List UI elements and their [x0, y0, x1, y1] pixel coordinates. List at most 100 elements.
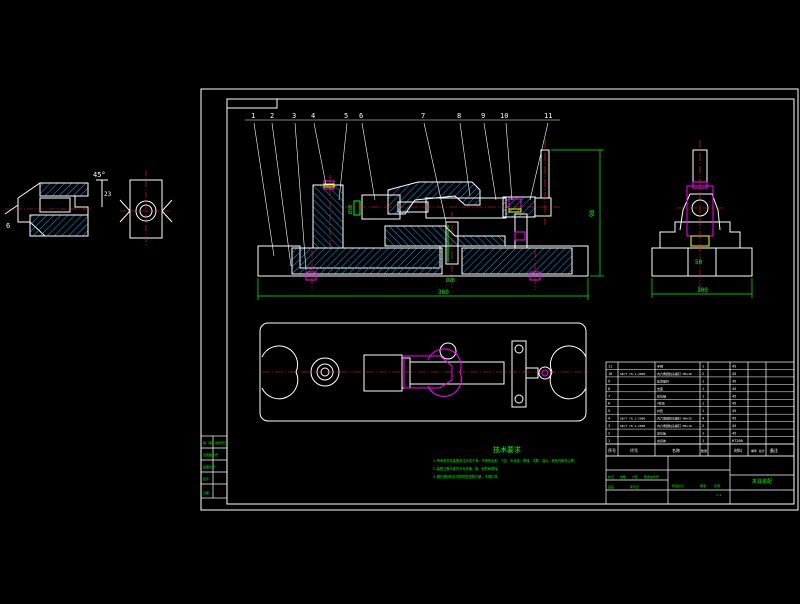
tb-weight: 重量: [700, 483, 706, 488]
bom-cell-no: 4: [608, 417, 610, 421]
bom-cell-name: V形块: [657, 401, 665, 406]
balloon-labels: 1 2 3 4 5 6 7 8 9 10 11: [251, 112, 552, 120]
side-view: [651, 149, 753, 277]
bom-cell-qty: 1: [702, 387, 704, 391]
leader-lines: [245, 119, 560, 271]
left-upright: [312, 184, 344, 249]
tb-scale: 比例: [714, 483, 720, 488]
balloon-6: 6: [359, 112, 363, 120]
bom-cell-mat: HT200: [732, 439, 743, 443]
bom-cell-mat: 45: [732, 387, 736, 391]
front-section-view: [257, 149, 589, 277]
bom-cell-name: 压紧螺杆: [657, 378, 669, 383]
bom-cell-name: 衬套: [657, 408, 663, 413]
balloon-1: 1: [251, 112, 255, 120]
bom-cell-no: 2: [608, 432, 610, 436]
bom-cell-qty: 1: [702, 409, 704, 413]
detail-length-label: 23: [104, 191, 112, 198]
bom-cell-no: 7: [608, 394, 610, 398]
balloon-2: 2: [270, 112, 274, 120]
dimension-lines: [257, 149, 753, 300]
left-strip-2: 底图总号: [203, 464, 215, 469]
bom-header-note: 备注: [770, 447, 778, 453]
tech-req-line-3: 3.螺钉紧固时必须按规定扭矩拧紧，不得打滑。: [433, 474, 501, 479]
side-offset-dim: 50: [695, 259, 703, 266]
bom-cell-name: 内六角圆柱头螺钉 M6×20: [657, 371, 692, 376]
bom-cell-qty: 1: [702, 402, 704, 406]
tb-label-2: 分区: [632, 474, 638, 479]
bom-cell-name: 夹具体: [657, 438, 666, 443]
balloon-9: 9: [481, 112, 485, 120]
bom-cell-mat: 45: [732, 372, 736, 376]
bom-cell-code: GB/T 70.1-2000: [620, 417, 645, 421]
balloon-8: 8: [457, 112, 461, 120]
drawing-frame: [200, 88, 799, 511]
balloon-7: 7: [421, 112, 425, 120]
balloon-3: 3: [292, 112, 296, 120]
bom-cell-mat: 45: [732, 417, 736, 421]
bom-header-no: 序号: [608, 447, 616, 453]
left-strip-3: 签字: [203, 476, 209, 481]
bom-cell-code: GB/T 70.1-2000: [620, 372, 645, 376]
bom-cell-qty: 1: [702, 379, 704, 383]
bom-header-mat: 材料: [734, 447, 742, 453]
tb-stage: 阶段标记: [672, 483, 684, 488]
detail-left-label: 6: [6, 222, 10, 230]
detail-angle-label: 45°: [93, 171, 106, 179]
bom-cell-mat: 45: [732, 364, 736, 368]
bom-cell-mat: 45: [732, 394, 736, 398]
bom-cell-qty: 1: [702, 394, 704, 398]
yellow-accents: [323, 183, 522, 213]
overall-length-dim: 360: [438, 289, 449, 296]
bom-cell-mat: 45: [732, 432, 736, 436]
balloon-10: 10: [500, 112, 508, 120]
bom-header-code: 代号: [630, 447, 638, 453]
bom-cell-mat: 45: [732, 409, 736, 413]
bom-cell-qty: 1: [702, 432, 704, 436]
bom-cell-no: 5: [608, 409, 610, 413]
detail-view: [4, 170, 173, 245]
bom-cell-qty: 2: [702, 372, 704, 376]
bom-cell-mat: 45: [732, 379, 736, 383]
bom-cell-name: 内六角圆柱头螺钉 M8×25: [657, 416, 692, 421]
balloon-11: 11: [544, 112, 552, 120]
bom-cell-no: 1: [608, 439, 610, 443]
bom-cell-mat: 45: [732, 402, 736, 406]
bom-cell-name: 定位板: [657, 431, 666, 436]
bore-dia-dim: Ø30: [347, 205, 354, 214]
left-strip-1: 旧底图总号: [203, 452, 218, 457]
tech-req-line-2: 2.装配过程中零件不允许磕、碰、划伤和锈蚀。: [433, 466, 501, 471]
bom-cell-no: 8: [608, 387, 610, 391]
center-lines: [311, 140, 560, 290]
bom-cell-name: 手柄: [657, 363, 663, 368]
green-accents: [353, 200, 449, 262]
bom-cell-name: 内六角圆柱头螺钉 M6×16: [657, 423, 692, 428]
left-strip-0: 借（通）用件登记: [203, 440, 227, 445]
bom-header-name: 名称: [672, 447, 680, 453]
balloon-5: 5: [344, 112, 348, 120]
bom-table-grid: [605, 361, 795, 505]
overall-height-dim: 98: [589, 209, 596, 217]
bom-cell-name: 支座: [657, 386, 663, 391]
bom-cell-mat: 45: [732, 424, 736, 428]
bom-cell-name: 定位销: [657, 393, 666, 398]
bom-cell-no: 10: [608, 372, 612, 376]
shaft-dia-dim: Ø20: [446, 277, 455, 284]
bom-header-mass: 单件 总计: [751, 448, 765, 453]
bom-cell-qty: 4: [702, 417, 704, 421]
left-strip-4: 日期: [203, 490, 209, 495]
tb-label-4: 签名: [608, 484, 614, 489]
tb-label-5: 年月日: [630, 484, 639, 489]
bom-cell-no: 9: [608, 379, 610, 383]
bom-cell-no: 6: [608, 402, 610, 406]
tb-label-3: 更改文件号: [644, 474, 659, 479]
tech-req-title: 技术要求: [493, 445, 521, 454]
bom-cell-qty: 1: [702, 364, 704, 368]
tb-label-1: 处数: [620, 474, 626, 479]
left-strip: [200, 435, 228, 499]
bom-cell-qty: 2: [702, 424, 704, 428]
balloon-4: 4: [311, 112, 315, 120]
side-width-dim: 100: [697, 287, 708, 294]
